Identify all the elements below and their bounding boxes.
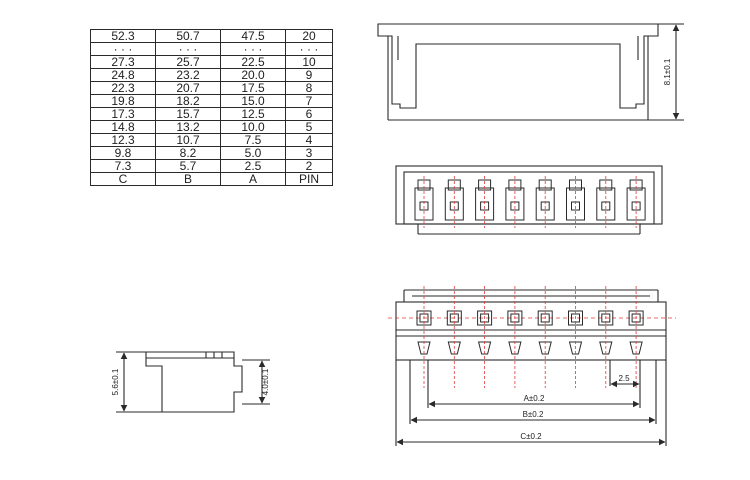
pin-contact	[568, 286, 583, 388]
pin-cavity	[596, 176, 616, 228]
pin-cavity	[475, 176, 495, 228]
small-side-view	[116, 351, 270, 413]
table-cell: 5.7	[155, 159, 221, 173]
table-cell: PIN	[285, 172, 333, 186]
table-cell: 22.3	[90, 81, 156, 95]
table-cell: B	[155, 172, 221, 186]
pitch-label: 2.5	[618, 374, 630, 383]
pin-cavity	[444, 176, 464, 228]
pin-cavity	[626, 176, 646, 228]
table-cell: 19.8	[90, 94, 156, 108]
top-view	[388, 286, 676, 446]
side-section-view	[377, 23, 684, 121]
table-cell: 24.8	[90, 68, 156, 82]
pin-contact	[416, 286, 432, 388]
pin-contact	[507, 286, 523, 388]
pin-cavity	[566, 176, 585, 228]
table-cell: 14.8	[90, 120, 156, 134]
dimension-b-label: B±0.2	[523, 410, 544, 419]
top-pin-group	[388, 286, 676, 388]
table-cell: 15.0	[220, 94, 286, 108]
table-cell: · · ·	[90, 42, 156, 56]
table-cell: A	[220, 172, 286, 186]
table-cell: 20.7	[155, 81, 221, 95]
dimension-a-label: A±0.2	[524, 394, 545, 403]
pin-contact	[446, 286, 462, 388]
inner-height-label: 4.0±0.1	[261, 368, 270, 395]
pin-contact	[598, 286, 614, 388]
outer-height-label: 5.6±0.1	[111, 368, 120, 395]
height-dimension-label: 8.1±0.1	[663, 58, 672, 85]
table-cell: 10.0	[220, 120, 286, 134]
pin-cavity	[414, 176, 434, 228]
pin-contact	[537, 286, 553, 388]
pin-cavity	[535, 176, 555, 228]
pin-contact	[628, 286, 644, 388]
front-view	[395, 165, 663, 235]
pin-contact	[477, 286, 493, 388]
pin-cavity	[505, 176, 525, 228]
dimension-c-label: C±0.2	[520, 432, 542, 441]
front-pin-group	[414, 176, 646, 228]
